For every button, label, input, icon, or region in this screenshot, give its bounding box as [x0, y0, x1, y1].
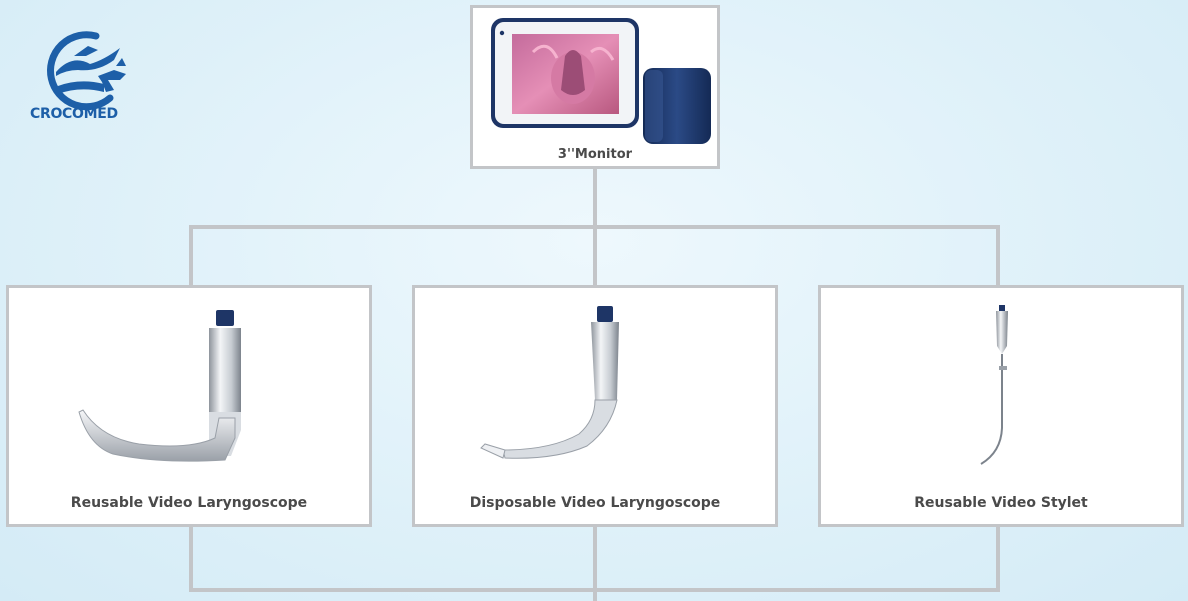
disposable-laryngoscope-icon [480, 306, 619, 459]
video-stylet-icon [980, 305, 1008, 465]
reusable-laryngoscope-icon [78, 310, 241, 462]
reusable-laryngoscope-card[interactable]: Reusable Video Laryngoscope [6, 285, 372, 527]
monitor-device-icon [491, 18, 711, 144]
video-stylet-card[interactable]: Reusable Video Stylet [818, 285, 1184, 527]
video-stylet-label: Reusable Video Stylet [914, 495, 1088, 511]
monitor-label: 3''Monitor [557, 147, 633, 162]
disposable-laryngoscope-label: Disposable Video Laryngoscope [469, 495, 721, 511]
reusable-laryngoscope-label: Reusable Video Laryngoscope [70, 495, 308, 511]
disposable-laryngoscope-card[interactable]: Disposable Video Laryngoscope [412, 285, 778, 527]
logo-text: CROCOMED [30, 106, 118, 122]
monitor-card[interactable]: 3''Monitor [470, 5, 720, 169]
crocomed-logo [47, 31, 126, 111]
